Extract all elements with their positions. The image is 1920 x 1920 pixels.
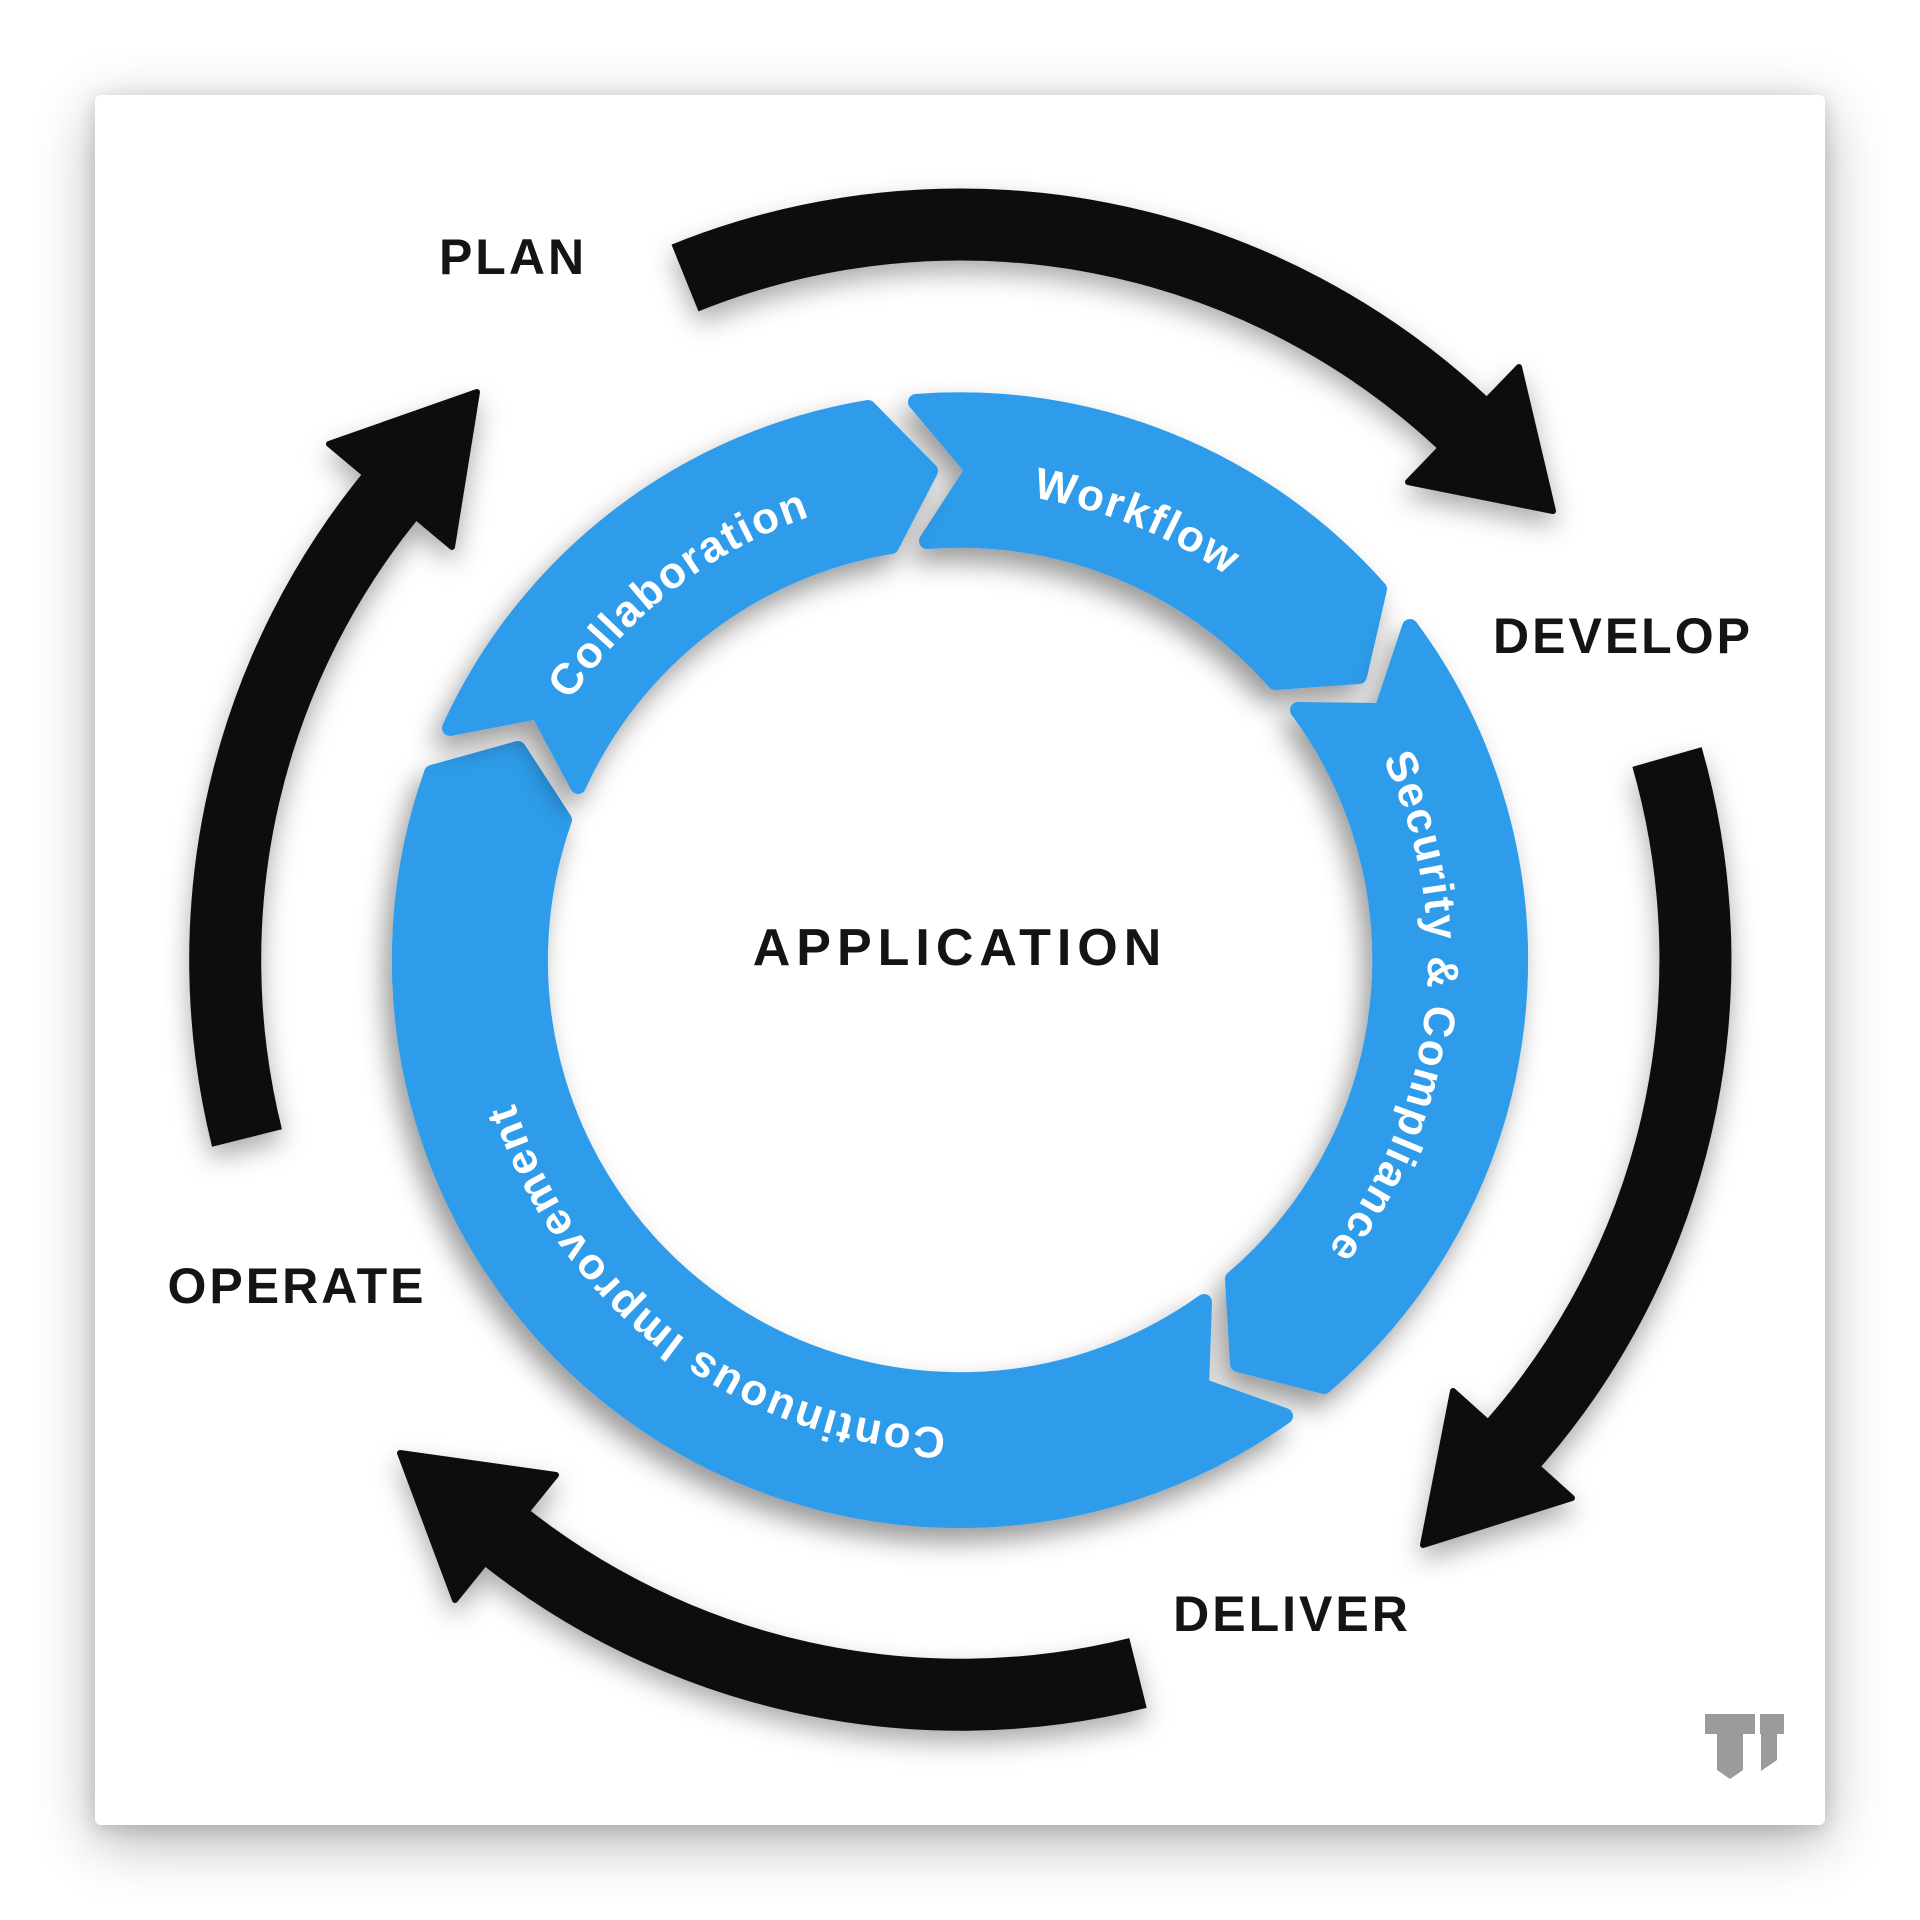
diagram-card bbox=[95, 95, 1825, 1825]
ring-segment-security-compliance bbox=[1225, 619, 1529, 1394]
logo-left-t-shape bbox=[1705, 1714, 1755, 1779]
cycle-arrow-develop-to-deliver-arc bbox=[1479, 747, 1732, 1477]
stage-label-deliver: DELIVER bbox=[1173, 1586, 1411, 1642]
ring-segment-continuous-improvement bbox=[391, 741, 1293, 1529]
arrowhead-operate-icon bbox=[397, 1450, 559, 1603]
ring-segment-collaboration bbox=[442, 400, 938, 794]
logo-right-t-shape bbox=[1760, 1714, 1784, 1771]
cycle-arrow-deliver-to-operate bbox=[397, 1450, 1147, 1731]
stage-label-plan: PLAN bbox=[438, 229, 588, 285]
stage-label-develop: DEVELOP bbox=[1493, 608, 1753, 664]
cycle-arrow-operate-to-plan-arc bbox=[189, 464, 425, 1147]
arrowhead-plan-icon bbox=[326, 389, 480, 550]
cycle-arrow-develop-to-deliver bbox=[1420, 747, 1732, 1548]
cycle-arrow-plan-to-develop-arc bbox=[671, 188, 1497, 457]
cycle-arrow-deliver-to-operate-arc bbox=[475, 1503, 1147, 1731]
arrowhead-develop-icon bbox=[1405, 364, 1556, 514]
ring-segment-workflow bbox=[908, 392, 1387, 690]
arrowhead-deliver-icon bbox=[1420, 1388, 1575, 1548]
cycle-arrow-operate-to-plan bbox=[189, 389, 480, 1147]
cycle-arrow-plan-to-develop bbox=[671, 188, 1556, 514]
center-title-application: APPLICATION bbox=[752, 919, 1168, 977]
tt-monogram-logo bbox=[1705, 1714, 1784, 1779]
stage-label-operate: OPERATE bbox=[167, 1258, 427, 1314]
blue-ring bbox=[391, 392, 1529, 1529]
